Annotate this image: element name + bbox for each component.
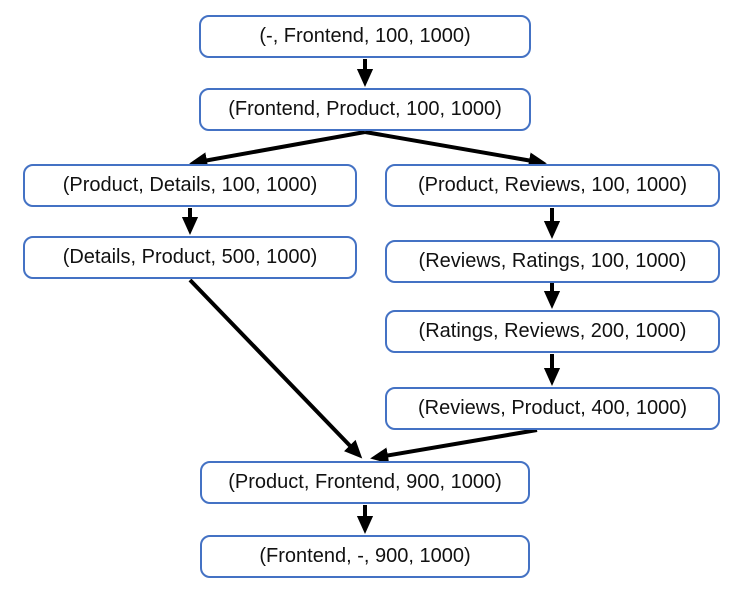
edge-details-product-to-product-frontend — [188, 278, 363, 459]
node-product-frontend: (Product, Frontend, 900, 1000) — [200, 461, 530, 504]
edge-frontend-product-to-product-reviews — [364, 130, 547, 169]
node-reviews-ratings: (Reviews, Ratings, 100, 1000) — [385, 240, 720, 283]
node-frontend-end: (Frontend, -, 900, 1000) — [200, 535, 530, 578]
node-reviews-product: (Reviews, Product, 400, 1000) — [385, 387, 720, 430]
node-details-product: (Details, Product, 500, 1000) — [23, 236, 357, 279]
node-start-frontend: (-, Frontend, 100, 1000) — [199, 15, 531, 58]
edge-reviews-product-to-product-frontend — [370, 428, 538, 464]
node-product-details: (Product, Details, 100, 1000) — [23, 164, 357, 207]
node-ratings-reviews: (Ratings, Reviews, 200, 1000) — [385, 310, 720, 353]
node-frontend-product: (Frontend, Product, 100, 1000) — [199, 88, 531, 131]
edge-frontend-product-to-product-details — [189, 130, 366, 169]
node-product-reviews: (Product, Reviews, 100, 1000) — [385, 164, 720, 207]
